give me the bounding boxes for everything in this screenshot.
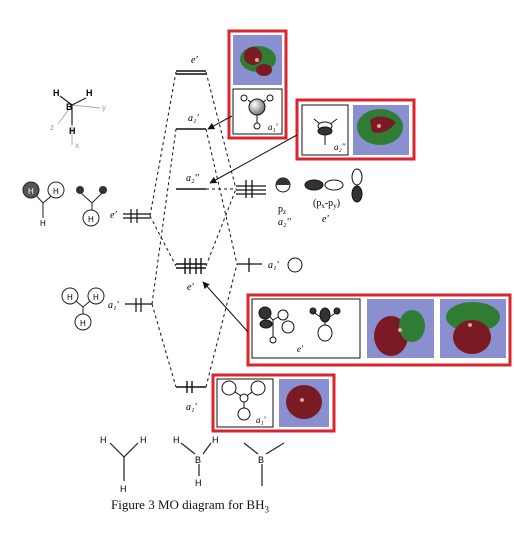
label-pz: pz xyxy=(278,204,286,216)
atom-b: B xyxy=(66,102,73,112)
label-a1-prime-antibonding: a₁' xyxy=(188,113,199,124)
sketch-a1-antibonding-orbital xyxy=(240,94,274,130)
pz-main: p xyxy=(278,204,283,215)
atom-h: H xyxy=(195,478,202,488)
b-py-orbital xyxy=(351,168,363,203)
pz-sub: z xyxy=(283,208,286,216)
atom-h: H xyxy=(212,435,219,445)
label-a1-prime-bonding: a₁' xyxy=(186,402,197,413)
label-e-prime-bonding: e' xyxy=(187,282,194,293)
label-pxpy: (px-py) xyxy=(313,198,340,210)
atom-h: H xyxy=(40,219,46,228)
highlight-box-e-prime-bonding xyxy=(246,293,512,367)
axis-label-z: z xyxy=(50,123,54,132)
label-a1-prime-h3: a₁' xyxy=(108,300,119,311)
pxpy-x: x xyxy=(321,202,325,210)
atom-h: H xyxy=(120,484,127,494)
h3-e-prime-orbital-2 xyxy=(76,186,107,227)
mo-level-e-prime-bonding xyxy=(176,258,206,274)
level-b-2s xyxy=(237,258,262,272)
figure-caption: Figure 3 MO diagram for BH3 xyxy=(0,497,380,515)
render-lobes xyxy=(240,46,276,76)
pxpy-sep: -p xyxy=(325,198,333,209)
axis-label-x: x xyxy=(75,141,79,150)
label-e-prime-top: e' xyxy=(191,55,198,66)
label-a2-dprime-box2: a₂'' xyxy=(334,142,347,152)
h3-fragment-bottom xyxy=(109,442,139,481)
arrow-box1 xyxy=(207,115,233,130)
highlight-box-antibonding xyxy=(227,29,288,140)
level-h3-e-prime xyxy=(123,209,150,223)
sketch-a1-bonding-orbital xyxy=(221,380,266,421)
b-fragment-bottom xyxy=(243,442,285,486)
caption-subscript: 3 xyxy=(264,504,269,515)
mo-level-a1-prime-bonding xyxy=(176,381,206,393)
pxpy-y: y xyxy=(333,202,337,210)
label-e-prime-box3: e' xyxy=(297,344,304,354)
atom-h: H xyxy=(28,187,34,196)
atom-h: H xyxy=(53,187,59,196)
label-a2-dprime-b: a₂'' xyxy=(278,217,292,228)
atom-h: H xyxy=(173,435,180,445)
atom-b: B xyxy=(195,455,201,465)
atom-h: H xyxy=(100,435,107,445)
bh3-fragment-bottom xyxy=(180,442,212,476)
render-e-prime-bonding-2-lobes xyxy=(446,302,500,354)
render-a1-bonding-lobes xyxy=(286,385,322,419)
axis-sketch xyxy=(57,104,101,145)
label-a1-prime-box4: a₁' xyxy=(256,415,267,425)
atom-h: H xyxy=(80,319,86,328)
level-h3-a1-prime xyxy=(125,298,152,312)
pxpy-open: (p xyxy=(313,198,321,209)
sketch-e-prime-orbital-1 xyxy=(258,306,295,344)
b-px-orbital xyxy=(304,179,344,191)
arrow-box3 xyxy=(202,281,249,333)
b-2s-orbital xyxy=(287,257,303,273)
atom-h: H xyxy=(53,88,60,98)
atom-h: H xyxy=(67,293,73,302)
bh3-structure-top xyxy=(59,95,87,125)
h3-a1-prime-orbital xyxy=(61,287,105,331)
render-e-prime-bonding-1-lobes xyxy=(374,310,425,356)
atom-h: H xyxy=(93,293,99,302)
highlight-box-a1-prime-bonding xyxy=(211,373,336,433)
highlight-box-a2-dprime xyxy=(295,98,416,161)
sketch-a2-dprime-orbital xyxy=(313,118,338,145)
pxpy-close: ) xyxy=(337,198,340,209)
caption-text: Figure 3 MO diagram for BH xyxy=(111,497,265,512)
label-a1-prime-b2s: a₁' xyxy=(268,260,279,271)
atom-h: H xyxy=(140,435,147,445)
label-a1-prime-box1: a₁' xyxy=(268,122,279,132)
level-b-2p xyxy=(236,180,266,198)
h3-e-prime-orbital-1 xyxy=(22,181,65,218)
b-pz-orbital xyxy=(275,177,291,193)
label-e-prime-pxpy: e' xyxy=(322,214,329,225)
sketch-e-prime-bonding xyxy=(251,298,361,359)
atom-h: H xyxy=(86,88,93,98)
label-a2-dprime-center: a₂'' xyxy=(186,173,200,184)
sketch-e-prime-orbital-2 xyxy=(309,307,341,342)
mo-level-e-prime-antibonding xyxy=(176,70,206,75)
label-e-prime-h3: e' xyxy=(110,210,117,221)
arrow-box2 xyxy=(209,134,298,184)
atom-h: H xyxy=(69,126,76,136)
atom-b: B xyxy=(258,455,264,465)
atom-h: H xyxy=(88,215,94,224)
correlation-lines xyxy=(149,71,238,388)
render-a2-lobes xyxy=(357,109,403,145)
axis-label-y: y xyxy=(102,103,106,112)
